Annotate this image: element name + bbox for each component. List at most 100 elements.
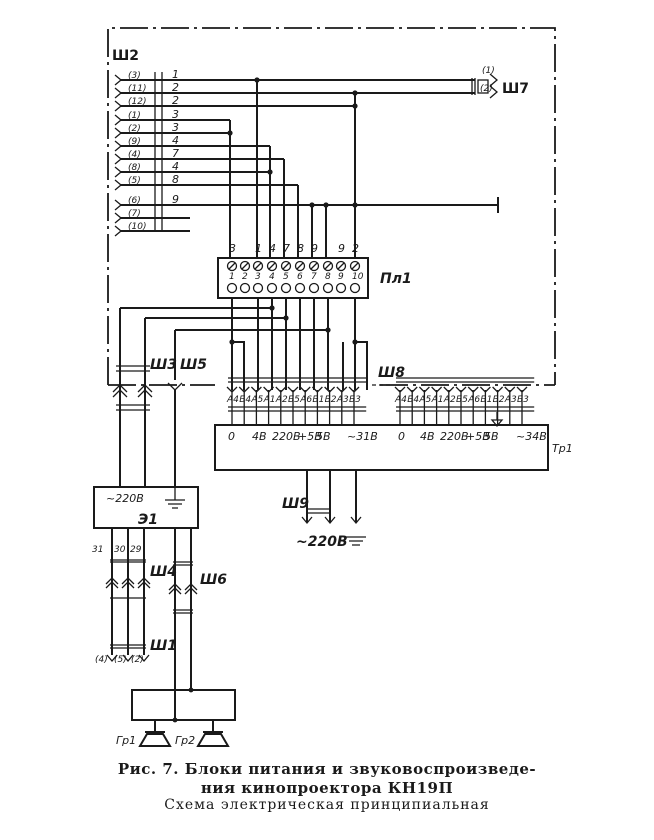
sh2-wires (120, 79, 499, 213)
terminal-wire-label: 9 (311, 242, 318, 255)
sh2-wire-number: 7 (172, 147, 179, 160)
sh8-pin: А1 (431, 386, 444, 425)
terminal-wire-label: 8 (297, 242, 304, 255)
sh8-pin: Б1 (311, 386, 324, 425)
sh9-label: Ш9 (282, 496, 309, 512)
terminal: 68 (294, 242, 306, 294)
sh2-wire-number: 8 (172, 173, 179, 186)
svg-text:4В: 4В (252, 430, 267, 443)
svg-text:220В: 220В (440, 430, 469, 443)
sh2-pin-row: (12)2 (114, 94, 179, 112)
svg-text:220В: 220В (272, 430, 301, 443)
projector-enclosure (107, 27, 556, 385)
sh2-pin-row: (7) (114, 209, 190, 224)
svg-text:(4): (4) (95, 655, 108, 665)
ground-icon (490, 412, 504, 428)
sh6-label: Ш6 (200, 572, 227, 588)
sh2-wire-number: 4 (172, 160, 179, 173)
speaker-gr2-label: Гр2 (175, 734, 195, 747)
sh8-pin: Б2 (324, 386, 337, 425)
sh2-pin-number: (2) (128, 124, 141, 134)
terminal-number: 8 (325, 272, 331, 282)
terminal-wire-label: 3 (229, 242, 236, 255)
terminal: 99 (335, 242, 347, 294)
svg-text:0: 0 (398, 430, 405, 443)
svg-text:5В: 5В (484, 430, 499, 443)
speaker-gr2-icon (203, 720, 223, 733)
sh2-pin-number: (12) (128, 97, 146, 107)
sh8-pin: А6 (299, 386, 312, 425)
junction-dots (227, 77, 358, 208)
sh4-label: Ш4 (150, 564, 177, 580)
sh6-connector: Ш6 (168, 528, 227, 693)
terminal: 44 (266, 242, 278, 294)
svg-text:30: 30 (114, 545, 126, 555)
sh8-pin: Б1 (479, 386, 492, 425)
terminal-block-label: Пл1 (380, 271, 412, 287)
sh8-pin: А2 (275, 386, 288, 425)
terminal-number: 6 (297, 272, 303, 282)
sh8-pin-label: Б1 (312, 395, 324, 405)
terminal-number: 4 (269, 272, 275, 282)
svg-text:+5В: +5В (466, 430, 490, 443)
sh8-pin-label: А1 (431, 395, 444, 405)
speaker-gr1-label: Гр1 (116, 734, 136, 747)
terminal-wire-label: 9 (338, 242, 345, 255)
lower-junction-dots (229, 305, 358, 345)
svg-text:~31В: ~31В (347, 430, 378, 443)
sh8-pin: Б4 (238, 386, 251, 425)
sh4-sh1-connectors: 31 30 29 Ш4 Ш1 (4) (5) (2) (92, 528, 177, 665)
terminal-number: 1 (229, 272, 235, 282)
sh9-connector: Ш9 ~220В (282, 470, 366, 550)
terminal: 13 (226, 242, 238, 294)
terminal-wire-label: 4 (269, 242, 276, 255)
sh1-label: Ш1 (150, 638, 177, 654)
ground-icon (346, 536, 366, 546)
svg-text:~34В: ~34В (516, 430, 547, 443)
sh8-pin-label: Б5 (288, 395, 300, 405)
transformer-left-taps: 0 4В 220В +5В 5В ~31В (228, 430, 378, 443)
sh2-pin-number: (3) (128, 71, 141, 81)
sh2-pin-row: (6)9 (114, 193, 179, 211)
sh2-pin-number: (5) (128, 176, 141, 186)
sh9-voltage: ~220В (296, 534, 348, 550)
sh8-pin: Б5 (287, 386, 300, 425)
sh3-label: Ш3 (150, 357, 177, 373)
unit-e1 (93, 486, 199, 529)
sh2-wire-number: 3 (172, 121, 179, 134)
sh2-pin-row: (8) 4 (114, 160, 179, 178)
sh8-pin: А4 (394, 386, 407, 425)
sh8-pin-label: А3 (504, 395, 517, 405)
sh8-pin-label: Б2 (493, 395, 505, 405)
sh2-wire-number: 2 (172, 81, 179, 94)
ground-icon (165, 487, 185, 509)
sh8-pin: А2 (443, 386, 456, 425)
svg-text:(5): (5) (114, 655, 127, 665)
sh8-pin-label: Б5 (456, 395, 468, 405)
sh8-label: Ш8 (378, 365, 405, 381)
sh8-pin-label: Б1 (480, 395, 492, 405)
speaker-gr1-icon (145, 720, 165, 733)
sh2-connector: (3)1(11)2(12)2(1)3(2)3(9)4(4)7(8)4(5)8(6… (114, 68, 190, 237)
terminal-number: 2 (242, 272, 248, 282)
sh2-pin-row: (2) 3 (114, 121, 179, 139)
sh2-pin-number: (9) (128, 137, 141, 147)
svg-text:0: 0 (228, 430, 235, 443)
sh8-pin: Б2 (492, 386, 505, 425)
sh2-pin-row: (5) 8 (114, 173, 179, 191)
sh2-pin-number: (11) (128, 84, 146, 94)
sh2-pin-number: (8) (128, 163, 141, 173)
unit-e1-voltage: ~220В (106, 492, 144, 505)
sh2-pin-row: (11) 2 (114, 81, 179, 99)
sh8-pin-label: А5 (418, 395, 431, 405)
lower-wires (119, 298, 368, 390)
sh8-pin: А6 (467, 386, 480, 425)
sh2-label: Ш2 (112, 48, 139, 64)
sh8-pin: А4 (226, 386, 239, 425)
sh2-wire-number: 4 (172, 134, 179, 147)
terminal-number: 9 (338, 272, 344, 282)
sh2-pin-row: (4)7 (114, 147, 179, 165)
